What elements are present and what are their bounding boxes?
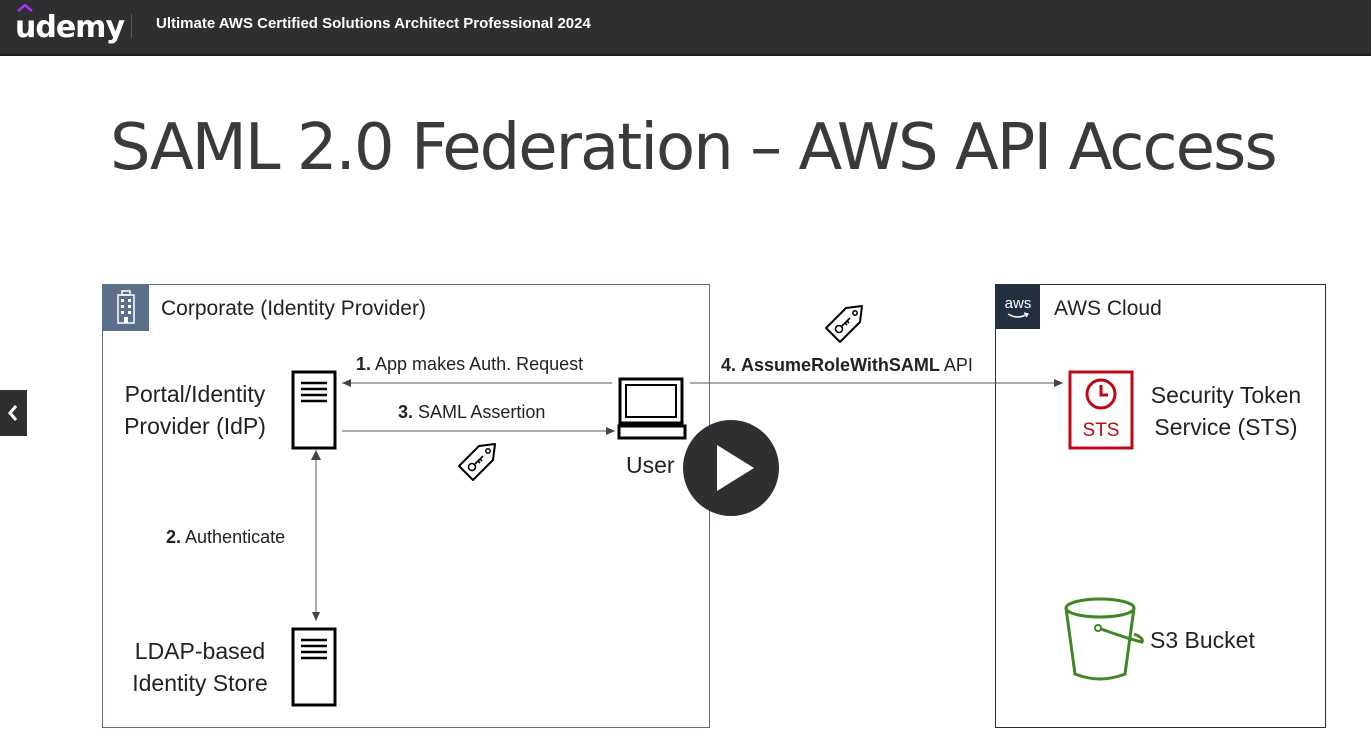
- step2-text: Authenticate: [185, 527, 286, 547]
- corporate-group: Corporate (Identity Provider): [102, 284, 710, 728]
- step4-bold: AssumeRoleWithSAML: [741, 355, 940, 375]
- user-label: User: [626, 452, 675, 478]
- step3-label: 3. SAML Assertion: [398, 402, 545, 423]
- slide-title: SAML 2.0 Federation – AWS API Access: [110, 111, 1278, 185]
- s3-label: S3 Bucket: [1150, 627, 1255, 653]
- course-title[interactable]: Ultimate AWS Certified Solutions Archite…: [156, 15, 591, 32]
- step3-text: SAML Assertion: [418, 402, 546, 422]
- aws-logo-icon: aws: [996, 285, 1040, 329]
- idp-label-line1: Portal/Identity: [124, 381, 266, 407]
- top-bar: udemy Ultimate AWS Certified Solutions A…: [0, 0, 1371, 56]
- ldap-server-icon: [291, 627, 337, 707]
- video-slide[interactable]: SAML 2.0 Federation – AWS API Access Cor…: [0, 56, 1371, 751]
- previous-lecture-button[interactable]: [0, 390, 27, 436]
- sts-icon-text: STS: [1082, 420, 1120, 441]
- assume-role-key-tag-icon: [825, 305, 863, 343]
- aws-cloud-group: aws AWS Cloud: [995, 284, 1326, 728]
- sts-label-line1: Security Token: [1150, 382, 1302, 408]
- idp-label: Portal/Identity Provider (IdP): [110, 378, 280, 442]
- chevron-left-icon: [8, 405, 18, 421]
- edge-step2-arrow-up: [311, 450, 321, 460]
- idp-label-line2: Provider (IdP): [124, 413, 266, 439]
- step1-text: App makes Auth. Request: [375, 354, 584, 374]
- saml-key-tag-icon: [458, 443, 496, 481]
- ldap-label-line2: Identity Store: [132, 670, 268, 696]
- diagram-connectors: [311, 379, 1063, 621]
- step4-text: API: [943, 355, 973, 375]
- ldap-label-line1: LDAP-based: [134, 638, 266, 664]
- user-laptop-icon: [617, 377, 687, 440]
- aws-cloud-label: AWS Cloud: [1054, 297, 1162, 320]
- step4-label: 4. AssumeRoleWithSAML API: [721, 355, 973, 376]
- sts-label: Security Token Service (STS): [1141, 379, 1311, 443]
- step2-num: 2.: [166, 527, 182, 547]
- logo-mark: [17, 4, 33, 12]
- logo-text: udemy: [15, 10, 125, 45]
- step1-num: 1.: [356, 354, 372, 374]
- header-divider: [131, 14, 132, 38]
- aws-badge-text: aws: [1004, 295, 1032, 312]
- play-button[interactable]: [683, 420, 779, 516]
- s3-bucket-icon: [1064, 597, 1144, 681]
- step1-label: 1. App makes Auth. Request: [356, 354, 583, 375]
- step4-num: 4.: [721, 355, 737, 375]
- building-icon: [103, 285, 149, 331]
- step3-num: 3.: [398, 402, 414, 422]
- sts-icon: STS: [1068, 370, 1134, 450]
- idp-server-icon: [291, 370, 337, 450]
- corporate-group-label: Corporate (Identity Provider): [161, 297, 426, 320]
- step2-label: 2. Authenticate: [166, 527, 285, 548]
- play-icon: [717, 445, 754, 491]
- ldap-label: LDAP-based Identity Store: [115, 635, 285, 699]
- sts-label-line2: Service (STS): [1154, 414, 1298, 440]
